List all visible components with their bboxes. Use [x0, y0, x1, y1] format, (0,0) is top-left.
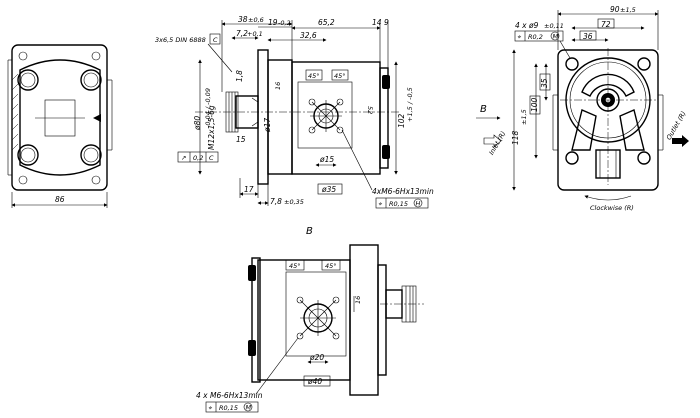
tol-c: C — [209, 154, 214, 162]
dim-80: ø80 — [193, 116, 202, 131]
side-pos-value: R0,15 — [389, 200, 408, 208]
datum-c: C — [213, 36, 218, 44]
view-b-arrow-label: B — [480, 104, 487, 115]
side-pos-symbol: ⌖ — [378, 200, 383, 208]
side-angle-45a: 45° — [308, 72, 320, 80]
rear-view: 90 ±1,5 72 36 4 x ø9 ±0,11 ⌖ R0,2 M 118 … — [476, 5, 689, 212]
dim-19: 19 — [268, 18, 278, 27]
side-pos-mod: H — [416, 200, 421, 208]
bottom-angle-45a: 45° — [289, 262, 301, 270]
side-view: 38 ±0,6 19 -0,2 65,2 14 9 7,2 +0,1 32,6 … — [155, 15, 434, 209]
outlet-label: Outlet (R) — [665, 110, 688, 142]
bottom-pos-value: R0,15 — [219, 404, 238, 412]
rear-pos-symbol: ⌖ — [517, 33, 522, 41]
dim-102: 102 — [397, 113, 406, 128]
dim-15-dia: ø15 — [319, 155, 334, 164]
inlet-label: Inlet (R) — [487, 130, 507, 157]
dim-7-8-tol: ±0,35 — [284, 198, 304, 206]
rear-holes-label: 4 x ø9 — [515, 21, 539, 30]
rear-dim-100: 100 — [530, 97, 539, 112]
bottom-holes-label: 4 x M6-6Hx13min — [196, 391, 263, 400]
side-angle-45b: 45° — [334, 72, 346, 80]
rear-dim-35: 35 — [540, 78, 549, 88]
side-holes-label: 4xM6-6Hx13min — [372, 187, 434, 196]
tol-parallel: ↗ — [181, 154, 186, 162]
bottom-view-b: B 16 45° 45° ø20 — [196, 226, 424, 413]
rear-dim-118: 118 — [511, 130, 520, 145]
dim-17-dia: ø17 — [263, 118, 272, 133]
thread-m12: M12x1,5-6g — [207, 105, 216, 150]
rear-dim-36: 36 — [583, 32, 593, 41]
rear-dim-90-tol: ±1,5 — [620, 6, 636, 14]
dim-7-2-tol: +0,1 — [247, 30, 263, 38]
dim-16: 16 — [274, 82, 282, 90]
dim-86: 86 — [55, 195, 65, 204]
bottom-dim-16: 16 — [354, 296, 362, 304]
thread-label: 3x6,5 DIN 6888 — [155, 36, 206, 44]
front-hatch — [11, 73, 19, 151]
dim-52: 52 — [366, 106, 374, 114]
dim-35-dia: ø35 — [321, 185, 336, 194]
dim-7-2: 7,2 — [236, 29, 248, 38]
dim-17: 17 — [244, 185, 254, 194]
dim-38-tol: ±0,6 — [248, 16, 264, 24]
bottom-angle-45b: 45° — [325, 262, 337, 270]
angle-15: 15 — [236, 135, 246, 144]
clockwise-label: Clockwise (R) — [590, 204, 634, 212]
front-view: 86 — [7, 44, 113, 208]
dim-102-tol: +1,5 / -0,5 — [406, 87, 414, 122]
bottom-dim-40-dia: ø40 — [307, 377, 322, 386]
rear-dim-118-tol: ±1,5 — [520, 109, 528, 125]
rear-pos-mod: M — [553, 33, 559, 41]
rear-dim-90: 90 — [610, 5, 620, 14]
dim-38: 38 — [238, 15, 248, 24]
dim-32-6: 32,6 — [300, 31, 317, 40]
dim-7-8: 7,8 — [270, 197, 282, 206]
dim-80-tol: -0,04 / -0,09 — [204, 88, 212, 128]
dim-65-2: 65,2 — [318, 18, 335, 27]
dim-9: 9 — [384, 18, 389, 27]
dim-14: 14 — [372, 18, 382, 27]
rear-dim-72: 72 — [601, 20, 611, 29]
dim-1-8: 1,8 — [235, 70, 244, 82]
tol-0-2: 0,2 — [193, 154, 203, 162]
rear-pos-value: R0,2 — [528, 33, 543, 41]
view-b-title: B — [306, 226, 313, 237]
rear-holes-tol: ±0,11 — [544, 22, 564, 30]
bottom-dim-20-dia: ø20 — [309, 353, 324, 362]
bottom-pos-symbol: ⌖ — [208, 404, 213, 412]
bottom-pos-mod: M — [246, 404, 252, 412]
dim-19-tol: -0,2 — [278, 19, 291, 27]
